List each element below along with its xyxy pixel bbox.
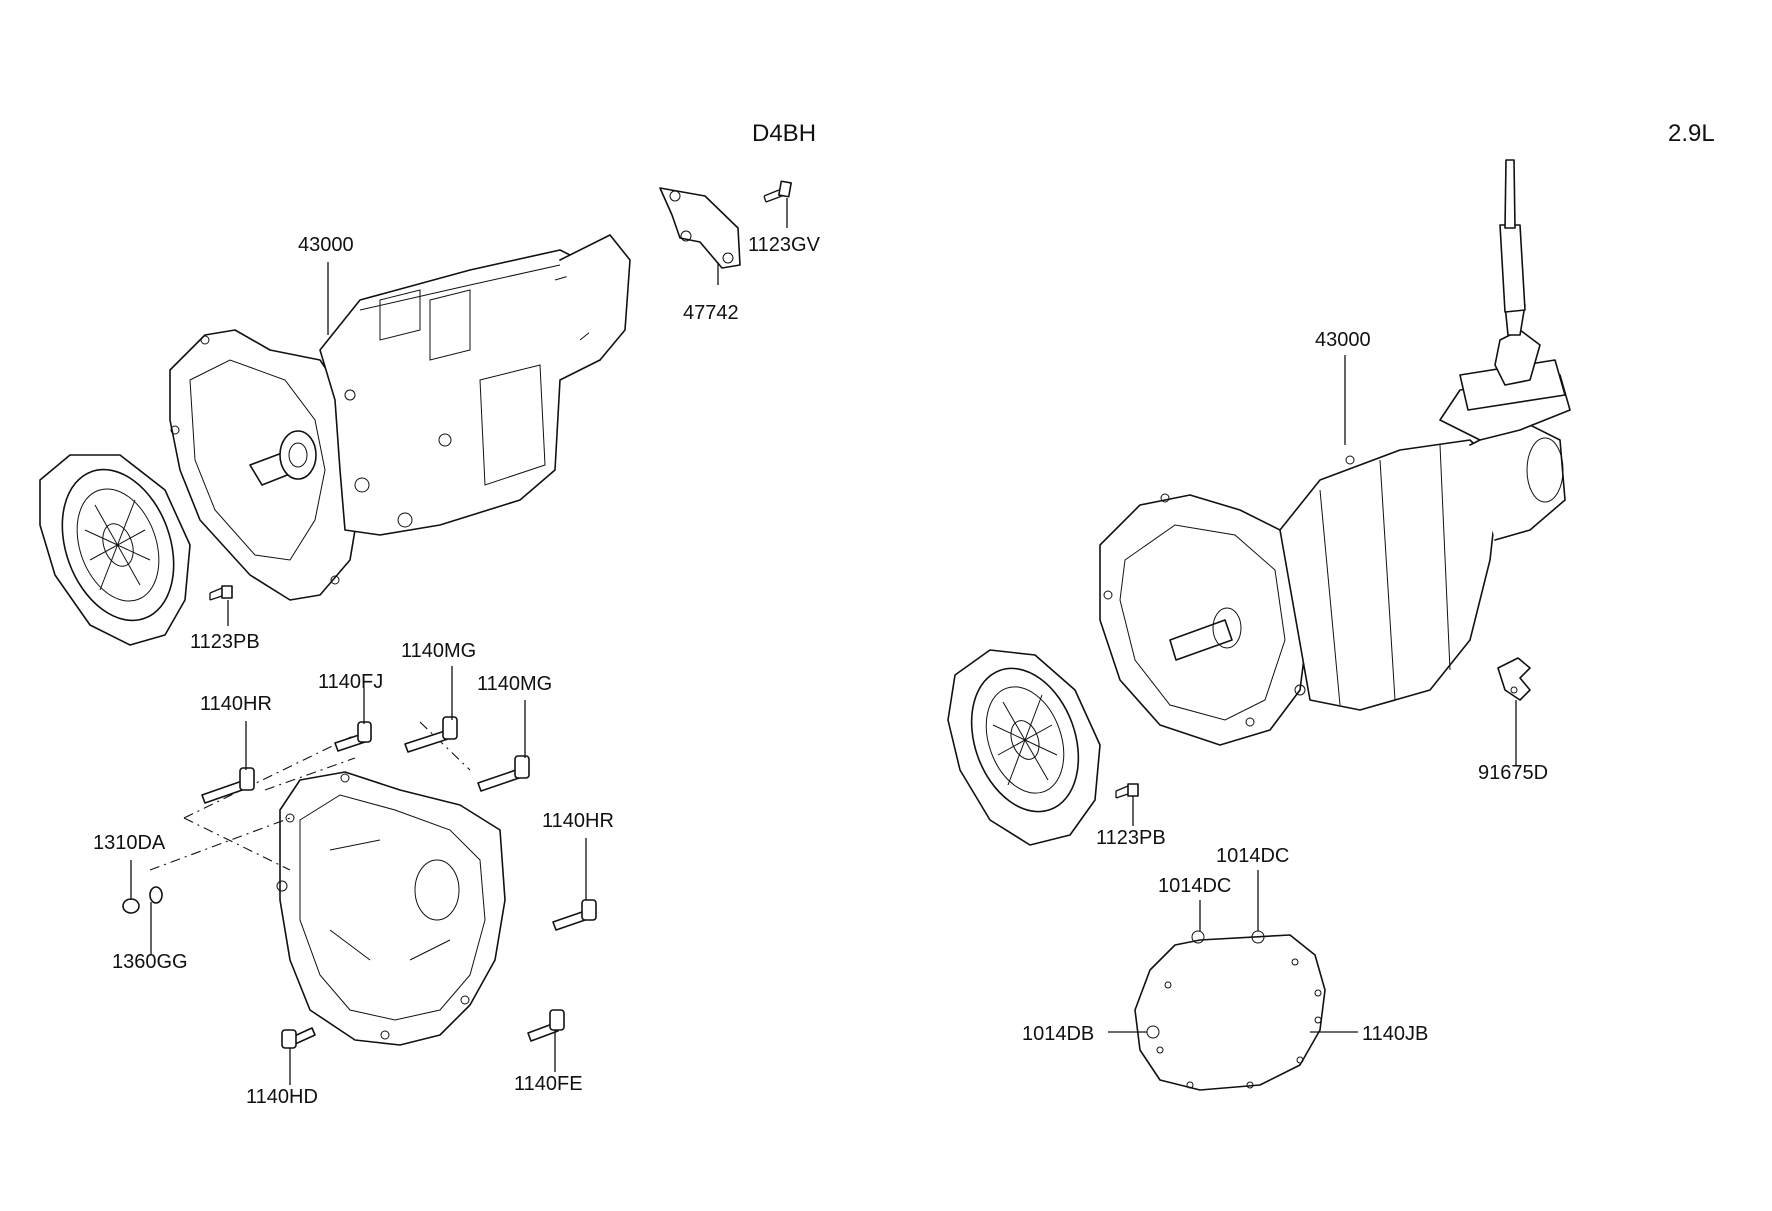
label-1014db: 1014DB [1022, 1023, 1094, 1045]
label-1014dc-upper: 1014DC [1216, 845, 1289, 867]
label-47742: 47742 [683, 302, 739, 324]
leader-lines [130, 198, 1517, 1085]
label-1140fj: 1140FJ [318, 671, 383, 693]
bolt-1123pb-left[interactable] [209, 585, 233, 601]
label-1140hr-upper: 1140HR [200, 693, 272, 715]
bolt-1140mg-lower[interactable] [477, 755, 530, 792]
label-1140mg-upper: 1140MG [401, 640, 476, 662]
bolt-1140fe[interactable] [527, 1009, 565, 1042]
bolt-1123pb-right[interactable] [1115, 783, 1139, 799]
bracket-91675d[interactable] [1497, 657, 1531, 701]
label-1310da: 1310DA [93, 832, 166, 854]
label-1140fe: 1140FE [514, 1073, 583, 1095]
label-1140mg-lower: 1140MG [477, 673, 552, 695]
nut-1310da[interactable] [122, 898, 140, 914]
label-1014dc-lower: 1014DC [1158, 875, 1231, 897]
clutch-housing[interactable] [276, 771, 506, 1046]
section-title-2-9l: 2.9L [1668, 120, 1715, 147]
label-1123gv: 1123GV [748, 234, 821, 256]
bolt-1140hr-lower[interactable] [552, 899, 597, 931]
label-1140jb: 1140JB [1362, 1023, 1428, 1045]
bolt-1140hr-upper[interactable] [201, 767, 255, 804]
label-91675d: 91675D [1478, 762, 1548, 784]
bolt-1140fj[interactable] [334, 721, 372, 752]
left-transmission-assembly[interactable] [169, 234, 631, 601]
right-clutch-cover[interactable] [947, 649, 1101, 846]
bracket-47742[interactable] [659, 187, 741, 269]
washer-1360gg[interactable] [149, 886, 163, 904]
alignment-lines [149, 721, 471, 871]
gasket-plate[interactable] [1134, 930, 1326, 1091]
right-transmission-assembly[interactable] [1099, 159, 1571, 746]
label-1360gg: 1360GG [112, 951, 188, 973]
label-1140hr-lower: 1140HR [542, 810, 614, 832]
label-1140hd: 1140HD [246, 1086, 318, 1108]
part-labels: 43000 47742 1123GV 1123PB 1140HR 1140FJ … [93, 234, 1548, 1108]
bolt-1140mg-upper[interactable] [404, 716, 458, 753]
left-clutch-cover[interactable] [39, 454, 194, 646]
label-43000-right: 43000 [1315, 329, 1371, 351]
bolt-1140hd[interactable] [281, 1027, 316, 1049]
label-1123pb-right: 1123PB [1096, 827, 1166, 849]
label-43000-left: 43000 [298, 234, 354, 256]
bolt-1123gv[interactable] [763, 180, 792, 203]
label-1123pb-left: 1123PB [190, 631, 260, 653]
section-title-d4bh: D4BH [752, 120, 816, 147]
